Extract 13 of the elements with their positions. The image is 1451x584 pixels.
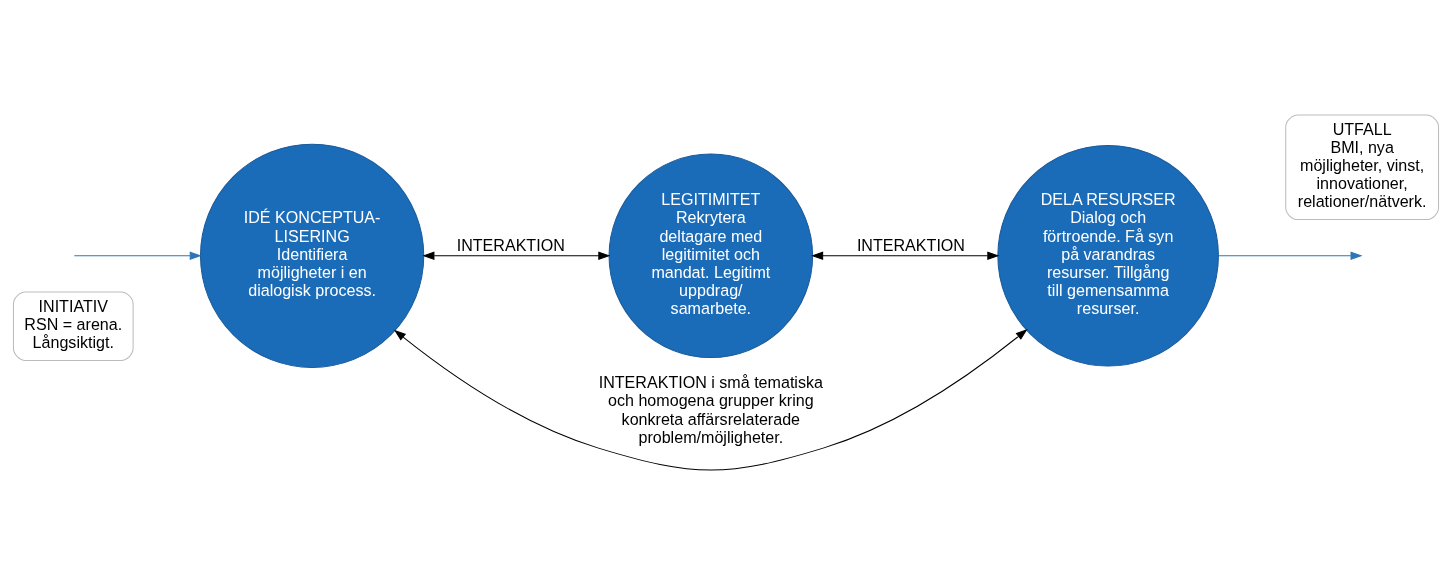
edge-label: INTERAKTION bbox=[456, 235, 565, 254]
arrow bbox=[810, 251, 999, 260]
node-circle: IDÉ KONCEPTUA- LISERING Identifiera möjligheter i en dialogisk process. bbox=[199, 143, 424, 368]
node-box: UTFALL BMI, nya möjligheter, vinst, innovationer, relationer/nätverk. bbox=[1284, 114, 1439, 220]
arrow bbox=[73, 251, 202, 260]
edge-label: INTERAKTION bbox=[856, 235, 965, 254]
node-circle: LEGITIMITET Rekrytera deltagare med legitimitet och mandat. Legitimt uppdrag/ samarbete. bbox=[608, 153, 813, 358]
arrow bbox=[421, 251, 610, 260]
node-circle: DELA RESURSER Dialog och förtroende. Få syn på varandras resurser. Tillgång till gemensamma resurser. bbox=[996, 144, 1219, 367]
node-box: INITIATIV RSN = arena. Långsiktigt. bbox=[12, 291, 134, 361]
arrow bbox=[1217, 251, 1363, 260]
arrow bbox=[393, 328, 1028, 470]
edge-label: INTERAKTION i små tematiska och homogena grupper kring konkreta affärsrelaterade problem/möjligheter. bbox=[598, 372, 823, 446]
